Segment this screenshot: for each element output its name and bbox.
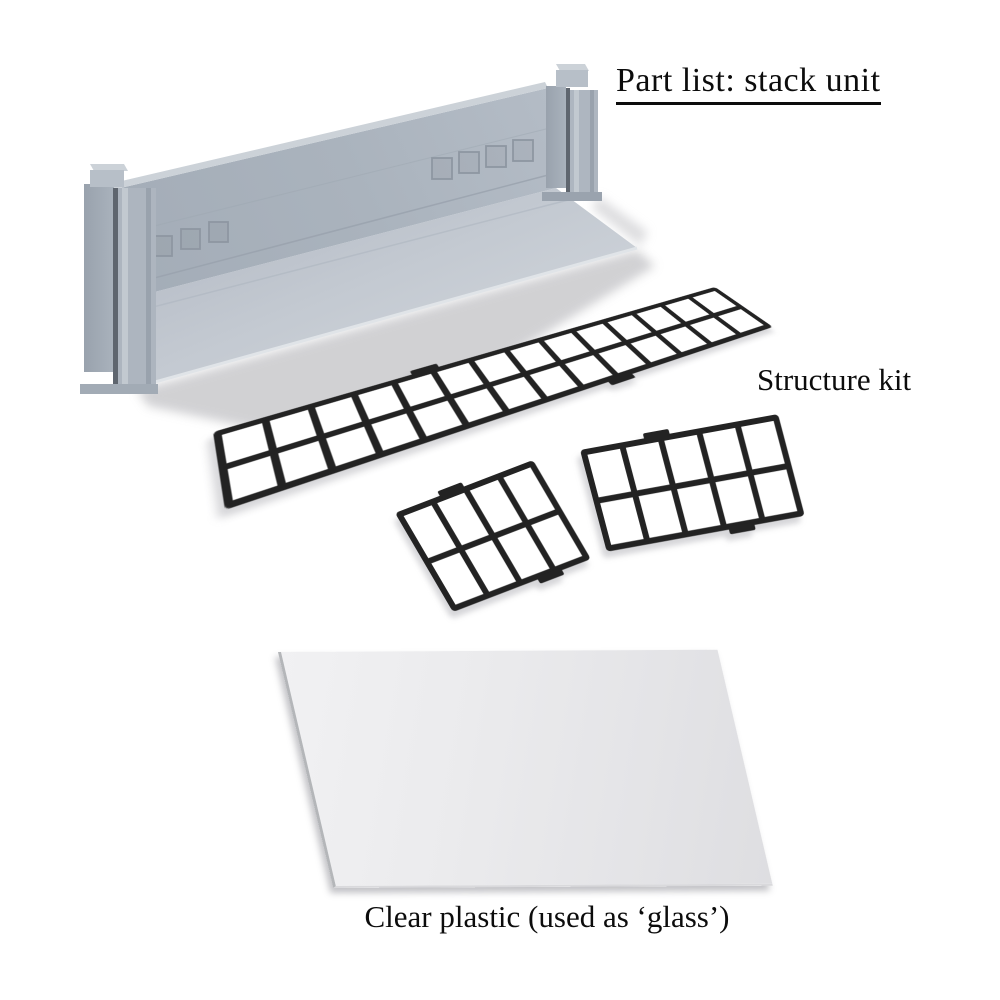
cast-shadow xyxy=(137,196,655,450)
structure-kit-label: Structure kit xyxy=(757,362,912,397)
page-title: Part list: stack unit xyxy=(616,62,881,105)
floor-slab xyxy=(116,188,638,389)
wall-face xyxy=(109,82,556,302)
page-title-text: Part list: stack unit xyxy=(616,62,881,105)
wall-recess-squares-right xyxy=(431,139,534,180)
right-pillar xyxy=(542,64,602,201)
clear-plastic-sheet xyxy=(278,649,773,888)
clear-plastic-label: Clear plastic (used as ‘glass’) xyxy=(364,899,730,934)
left-pillar xyxy=(80,164,158,394)
